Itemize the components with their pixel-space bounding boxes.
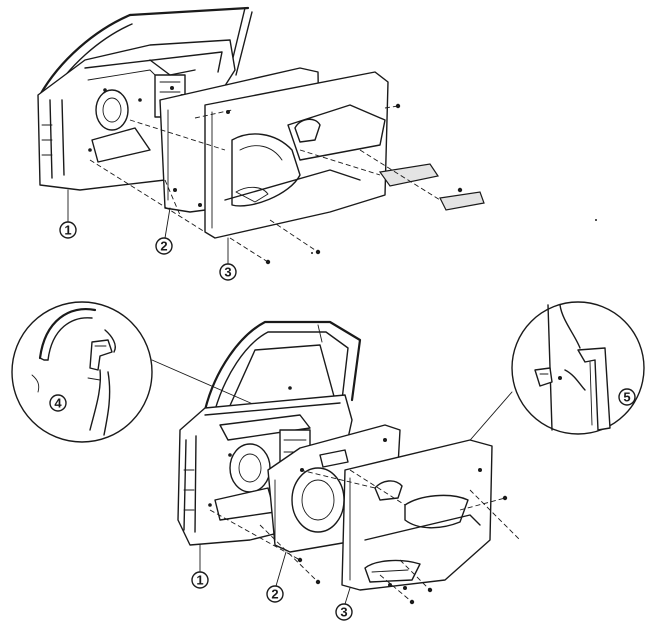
front-door-assembly-lines [89, 105, 441, 263]
rear-door-assembly: 1 2 3 [177, 320, 521, 621]
svg-text:1: 1 [196, 573, 203, 588]
svg-text:5: 5 [623, 390, 630, 405]
detail-4-leader [151, 359, 263, 409]
callout-5: 5 [618, 388, 636, 406]
front-door-assembly: 1 2 3 [37, 6, 485, 281]
detail-trim-clip: 5 [417, 301, 645, 501]
callout-1-front: 1 [59, 221, 77, 239]
callout-3-front: 3 [219, 263, 237, 281]
svg-text:2: 2 [160, 239, 167, 254]
svg-text:1: 1 [64, 223, 71, 238]
rear-door-assembly-lines [209, 469, 521, 603]
svg-text:2: 2 [271, 587, 278, 602]
svg-text:3: 3 [224, 265, 231, 280]
callout-4: 4 [49, 394, 67, 412]
rear-door-callouts: 1 2 3 [191, 544, 353, 621]
rear-door-trim [341, 439, 493, 591]
detail-weatherstrip: 4 [11, 301, 263, 443]
callout-2-front: 2 [155, 237, 173, 255]
callout-2-rear: 2 [266, 585, 284, 603]
svg-text:4: 4 [54, 396, 62, 411]
svg-text:3: 3 [340, 605, 347, 620]
front-door-handle-parts [265, 103, 485, 265]
callout-3-rear: 3 [335, 603, 353, 621]
front-door-trim [204, 71, 389, 239]
callout-1-rear: 1 [191, 571, 209, 589]
front-door-callouts: 1 2 3 [59, 189, 237, 281]
